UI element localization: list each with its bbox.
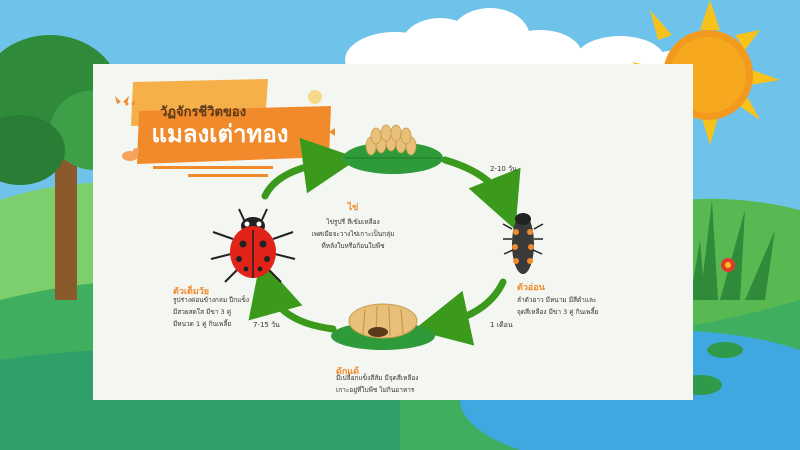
butterfly-icon: [115, 96, 135, 106]
egg-illustration: [343, 124, 443, 174]
adult-label: ตัวเต็มวัย: [173, 287, 210, 297]
larva-label: ตัวอ่อน: [517, 283, 545, 293]
pupa-illustration: [331, 303, 435, 350]
duration-pupa-to-adult: 7-15 วัน: [253, 321, 280, 329]
egg-label: ไข่: [347, 203, 359, 213]
arrow-adult-to-egg: [261, 137, 359, 200]
ladybug-illustration: [210, 208, 296, 283]
arrow-larva-to-pupa: [413, 278, 507, 346]
flower-icon: [721, 258, 735, 272]
duration-egg-to-larva: 2-10 วัน: [490, 165, 517, 173]
cycle-arrows: [248, 137, 521, 346]
bird-icon: [122, 148, 139, 161]
arrow-egg-to-larva: [441, 156, 521, 230]
larva-desc: ลำตัวยาว มีหนาม มีสีดำและ จุดสีเหลือง มี…: [517, 296, 599, 316]
fish-icon: [313, 128, 335, 136]
duration-larva-to-pupa: 1 เดือน: [490, 321, 513, 329]
egg-desc: ไข่รูปรี สีเข้มเหลือง เพศเมียจะวางไข่เกา…: [311, 218, 395, 250]
lifecycle-card: วัฏจักรชีวิตของ แมลงเต่าทอง ไข่ ไข่รูปรี…: [93, 64, 693, 400]
title-line1: วัฏจักรชีวิตของ: [159, 105, 247, 120]
lifecycle-diagram: [115, 79, 544, 350]
sun-icon: [308, 90, 322, 104]
larva-illustration: [502, 213, 544, 274]
pupa-desc: มีเปลือกแข็งสีส้ม มีจุดสีเหลือง เกาะอยู่…: [336, 374, 419, 394]
pupa-label: ดักแด้: [336, 367, 359, 377]
title-line2: แมลงเต่าทอง: [151, 120, 289, 148]
title-banner: [115, 79, 335, 177]
arrow-pupa-to-adult: [248, 259, 337, 333]
adult-desc: รูปร่างค่อนข้างกลม ปีกแข็ง มีสวยสดใส มีข…: [173, 296, 250, 328]
